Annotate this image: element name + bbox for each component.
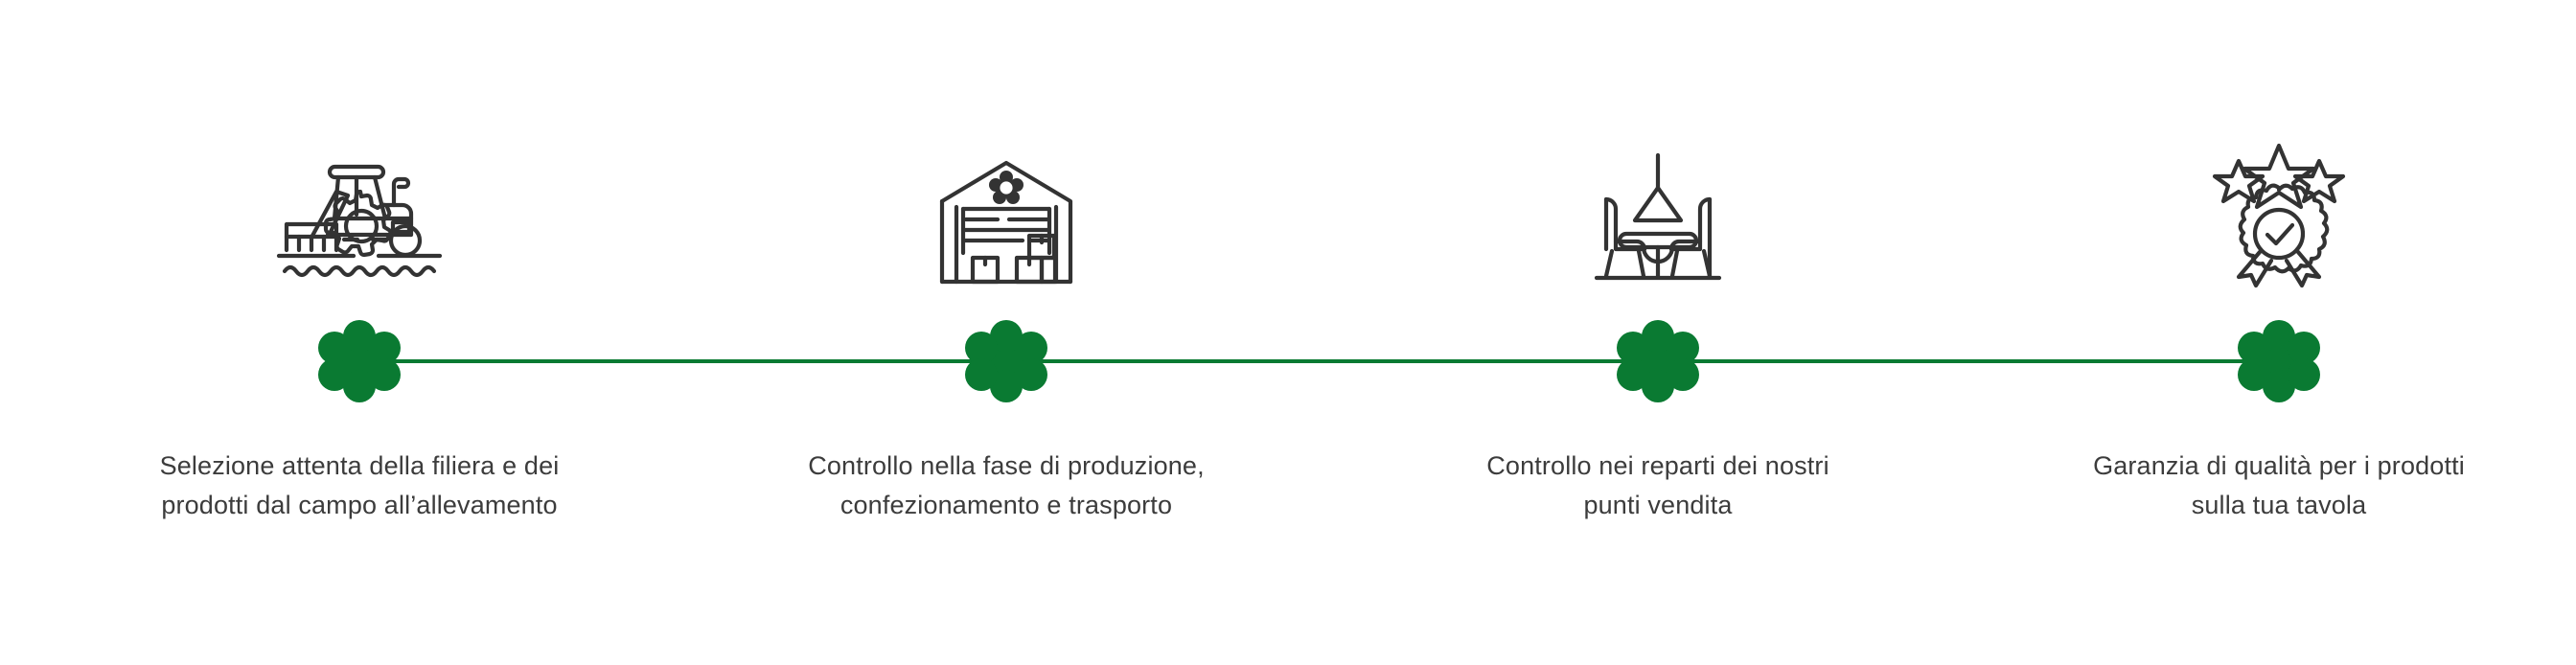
quality-badge-stars-icon bbox=[2193, 127, 2365, 288]
timeline-step-4[interactable]: Garanzia di qualità per i prodotti sulla… bbox=[2030, 0, 2528, 665]
warehouse-boxes-icon bbox=[920, 127, 1092, 286]
timeline-step-1-caption: Selezione attenta della filiera e dei pr… bbox=[159, 451, 560, 519]
tractor-field-gear-icon bbox=[273, 127, 446, 286]
dining-table-lamp-icon bbox=[1572, 127, 1744, 286]
timeline-step-2[interactable]: Controllo nella fase di produzione, conf… bbox=[757, 0, 1255, 665]
timeline-connector-line bbox=[356, 359, 2279, 363]
green-clover-marker bbox=[960, 315, 1052, 407]
timeline-step-3[interactable]: Controllo nei reparti dei nostri punti v… bbox=[1409, 0, 1907, 665]
timeline-step-2-caption: Controllo nella fase di produzione, conf… bbox=[808, 451, 1205, 519]
green-clover-marker bbox=[2233, 315, 2325, 407]
timeline-step-1[interactable]: Selezione attenta della filiera e dei pr… bbox=[110, 0, 609, 665]
timeline-step-4-caption: Garanzia di qualità per i prodotti sulla… bbox=[2093, 451, 2465, 519]
green-clover-marker bbox=[1612, 315, 1704, 407]
timeline-step-3-caption: Controllo nei reparti dei nostri punti v… bbox=[1486, 451, 1829, 519]
green-clover-marker bbox=[313, 315, 405, 407]
